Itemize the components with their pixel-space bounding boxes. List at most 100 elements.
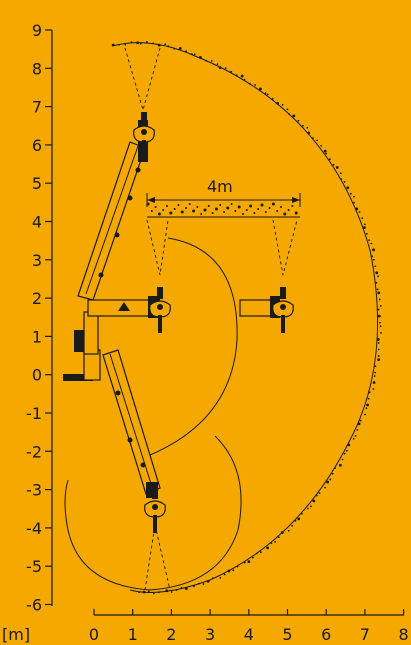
material-dot bbox=[363, 223, 366, 226]
material-dot bbox=[368, 239, 371, 242]
material-dot bbox=[130, 41, 133, 44]
heap-dot bbox=[264, 211, 267, 213]
material-dot bbox=[334, 467, 336, 469]
material-dot bbox=[271, 97, 274, 100]
material-dot bbox=[361, 217, 364, 220]
material-dot bbox=[291, 524, 294, 527]
y-tick-label: 5 bbox=[32, 174, 42, 193]
material-dot bbox=[377, 275, 380, 278]
heap-dot bbox=[294, 211, 298, 215]
material-dot bbox=[202, 583, 205, 585]
y-tick-label: 7 bbox=[32, 98, 42, 117]
material-dot bbox=[373, 375, 376, 377]
material-dot bbox=[316, 139, 319, 142]
material-dot bbox=[307, 507, 309, 510]
material-dot bbox=[349, 192, 352, 195]
dimension-label: 4m bbox=[207, 177, 233, 196]
material-dot bbox=[329, 478, 332, 481]
material-dot bbox=[377, 348, 380, 351]
material-dot bbox=[325, 152, 328, 155]
crane-base bbox=[63, 311, 101, 381]
material-dot bbox=[354, 435, 357, 437]
material-dot bbox=[236, 565, 239, 568]
material-dot bbox=[164, 43, 167, 46]
material-dot bbox=[124, 43, 127, 46]
heap-dot bbox=[291, 205, 294, 207]
material-dot bbox=[370, 242, 373, 245]
material-dot bbox=[219, 577, 222, 579]
material-dot bbox=[312, 137, 314, 140]
y-tick-label: 1 bbox=[32, 327, 42, 346]
y-tick-label: 9 bbox=[32, 21, 42, 40]
joint-dots bbox=[98, 167, 146, 468]
material-heap-icon bbox=[146, 202, 300, 218]
material-dot bbox=[324, 486, 327, 489]
material-dot bbox=[374, 365, 377, 367]
material-dot bbox=[367, 397, 370, 400]
inner-swing-arc-lower bbox=[64, 435, 242, 591]
material-dot bbox=[180, 587, 183, 589]
heap-dot bbox=[242, 213, 244, 215]
y-tick-label: 2 bbox=[32, 289, 42, 308]
heap-dot bbox=[177, 204, 180, 206]
material-dot bbox=[206, 579, 210, 583]
material-dot bbox=[197, 582, 200, 585]
material-dot bbox=[375, 271, 379, 275]
material-dot bbox=[306, 126, 309, 129]
x-tick-label: 3 bbox=[205, 625, 215, 644]
material-dot bbox=[274, 540, 277, 543]
heap-dot bbox=[166, 205, 168, 207]
material-dot bbox=[372, 381, 376, 384]
material-dot bbox=[377, 342, 380, 344]
material-dot bbox=[277, 536, 280, 539]
material-dot bbox=[338, 463, 342, 467]
heap-dot bbox=[287, 209, 290, 211]
material-dot bbox=[315, 494, 318, 497]
material-dot bbox=[379, 321, 381, 324]
material-dot bbox=[230, 70, 233, 73]
material-dot bbox=[264, 92, 267, 95]
material-dot bbox=[365, 407, 368, 410]
material-dot bbox=[359, 419, 362, 422]
y-tick-label: 0 bbox=[32, 366, 42, 385]
y-tick-label: -5 bbox=[26, 557, 42, 576]
material-dot bbox=[255, 552, 258, 555]
material-dot bbox=[193, 53, 196, 56]
heap-dot bbox=[219, 204, 222, 206]
y-tick-label: -2 bbox=[26, 442, 42, 461]
material-dot bbox=[300, 512, 303, 515]
material-dot bbox=[343, 180, 346, 183]
material-dot bbox=[372, 388, 375, 390]
material-dot bbox=[320, 144, 323, 147]
material-dot bbox=[258, 87, 262, 91]
heap-dot bbox=[223, 211, 225, 213]
material-dot bbox=[355, 207, 359, 211]
material-dot bbox=[254, 83, 257, 86]
heap-dot bbox=[283, 212, 287, 216]
y-tick-label: 8 bbox=[32, 59, 42, 78]
material-dot bbox=[353, 201, 355, 204]
material-dot bbox=[157, 591, 160, 594]
material-dot bbox=[240, 74, 244, 78]
material-dot bbox=[281, 103, 284, 106]
heap-dot bbox=[257, 208, 260, 210]
heap-dot bbox=[146, 202, 150, 206]
material-dot bbox=[111, 43, 115, 47]
material-dot bbox=[248, 82, 251, 85]
material-dot bbox=[356, 428, 359, 431]
heap-dot bbox=[196, 206, 199, 208]
material-dot bbox=[357, 422, 361, 426]
material-dot bbox=[136, 41, 139, 45]
material-dot bbox=[374, 265, 377, 268]
x-tick-label: 7 bbox=[360, 625, 370, 644]
material-dot bbox=[326, 480, 330, 484]
material-dot bbox=[302, 124, 304, 127]
material-dot bbox=[152, 42, 154, 45]
material-dot bbox=[345, 449, 348, 452]
heap-dot bbox=[185, 207, 187, 209]
material-dot bbox=[377, 308, 380, 311]
material-dot bbox=[340, 178, 343, 180]
heap-dot bbox=[245, 209, 248, 211]
heap-dot bbox=[207, 205, 210, 207]
